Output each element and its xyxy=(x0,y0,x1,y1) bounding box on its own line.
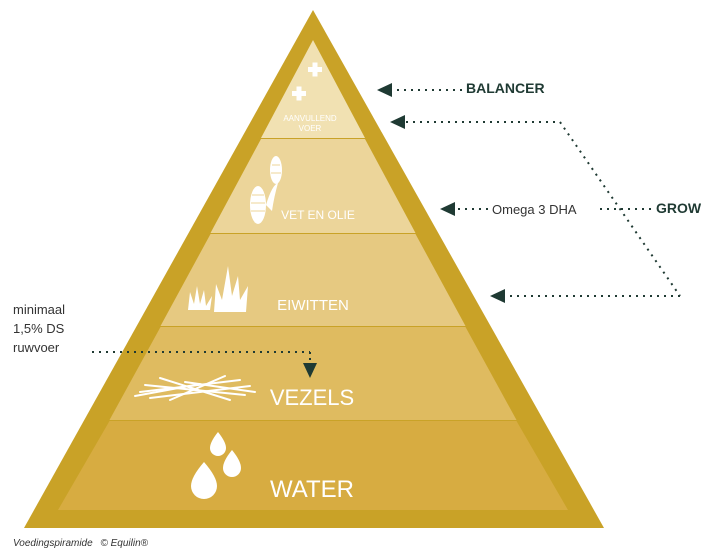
balancer-label: BALANCER xyxy=(466,80,545,96)
caption-copyright: © Equilin® xyxy=(100,538,148,549)
tier-water-label: WATER xyxy=(270,476,354,503)
grow-connector xyxy=(406,121,681,297)
tier-supplement xyxy=(261,40,365,138)
grass-icon xyxy=(188,266,248,312)
caption-title: Voedingspiramide xyxy=(13,538,93,549)
grow-arrowhead-bottom xyxy=(490,289,505,303)
omega-label: Omega 3 DHA xyxy=(492,202,577,217)
hay-icon xyxy=(134,375,256,401)
balancer-arrow xyxy=(377,83,462,97)
tier-fiber-label: VEZELS xyxy=(270,385,354,410)
grow-label: GROW xyxy=(656,200,702,216)
tier-supplement-label-2: VOER xyxy=(299,124,322,133)
fiber-note-line1: minimaal xyxy=(13,302,65,317)
tier-fiber xyxy=(109,327,517,420)
tier-supplement-label: AANVULLEND xyxy=(283,114,337,123)
tier-protein-label: EIWITTEN xyxy=(277,297,349,314)
tier-fat-oil-label: VET EN OLIE xyxy=(281,208,355,222)
fiber-note-line3: ruwvoer xyxy=(13,340,60,355)
tier-water xyxy=(58,421,568,510)
grow-arrowhead-top xyxy=(390,115,405,129)
corn-kernels xyxy=(251,164,281,212)
fiber-note-line2: 1,5% DS xyxy=(13,321,65,336)
omega-arrow xyxy=(440,202,488,216)
plus-icon xyxy=(292,62,322,101)
fiber-arrow xyxy=(92,351,317,378)
water-drops-icon xyxy=(191,432,241,499)
caption: Voedingspiramide © Equilin® xyxy=(13,538,149,549)
